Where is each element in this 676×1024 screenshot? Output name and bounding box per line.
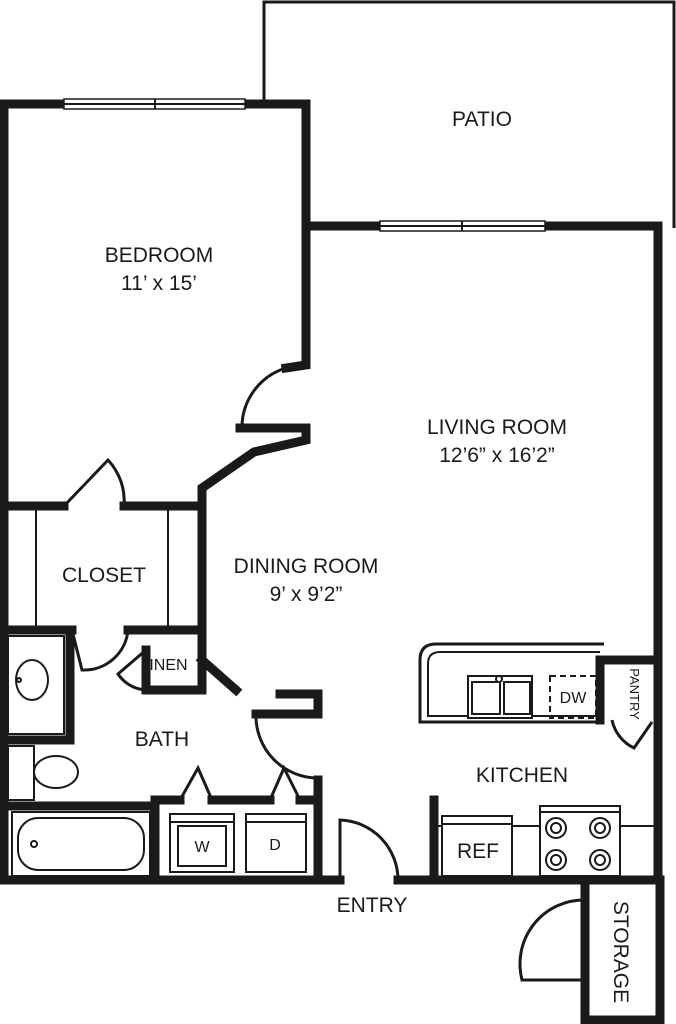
windows [63, 98, 546, 232]
refrigerator-label: REF [457, 840, 499, 863]
kitchen-appliances [434, 805, 660, 877]
patio-label: PATIO [452, 108, 512, 131]
door-swings [62, 366, 654, 982]
bath-label: BATH [135, 728, 189, 751]
dryer-label: D [269, 837, 281, 854]
washer-label: W [194, 839, 210, 856]
pantry-label: PANTRY [627, 668, 642, 720]
dishwasher-label: DW [560, 690, 588, 707]
bath-fixtures [7, 635, 151, 877]
dining-room-size: 9’ x 9’2” [270, 583, 343, 606]
entry-label: ENTRY [337, 894, 408, 917]
bedroom-size: 11’ x 15’ [121, 272, 197, 295]
linen-label: LINEN [140, 657, 187, 674]
living-room-size: 12’6” x 16’2” [439, 444, 555, 467]
kitchen-counter [418, 642, 604, 724]
bedroom-label: BEDROOM [105, 244, 214, 267]
laundry [169, 813, 307, 873]
closet-label: CLOSET [62, 564, 146, 587]
storage-label: STORAGE [609, 901, 632, 1003]
dining-room-label: DINING ROOM [234, 555, 379, 578]
patio-area [262, 0, 676, 228]
living-room-label: LIVING ROOM [427, 416, 567, 439]
kitchen-label: KITCHEN [476, 764, 568, 787]
closet-shelves [35, 510, 169, 626]
